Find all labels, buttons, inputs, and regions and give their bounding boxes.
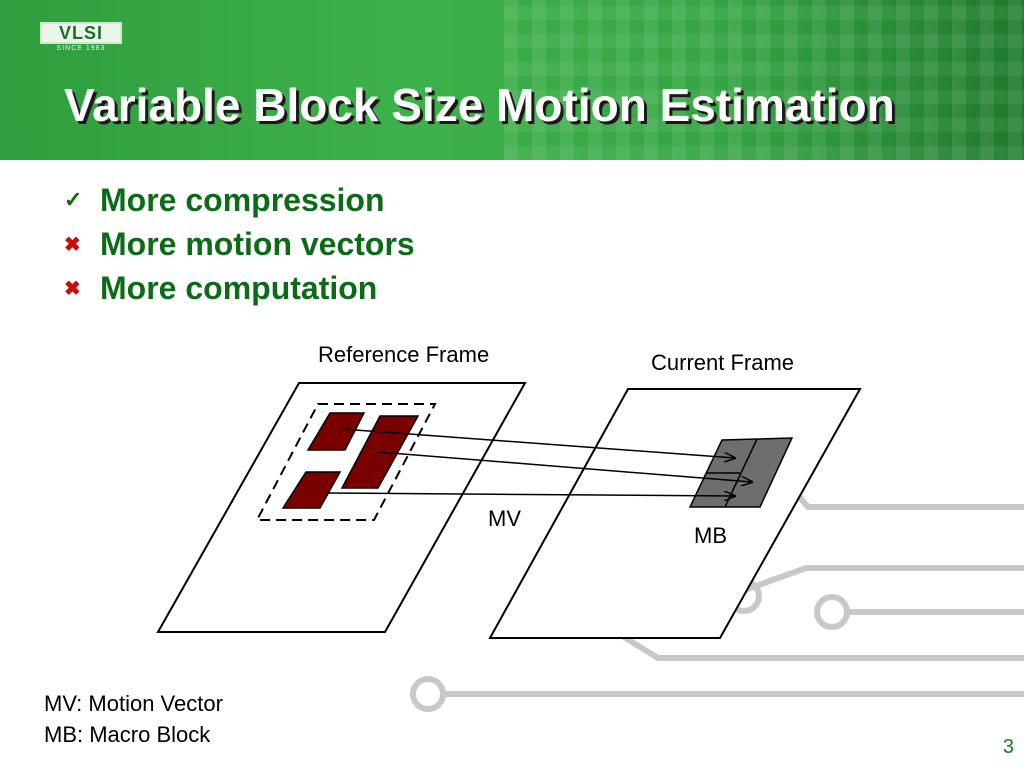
slide-header: VLSI SINCE 1983 Variable Block Size Moti… <box>0 0 1024 160</box>
bullet-text: More motion vectors <box>100 225 415 262</box>
bullet-text: More compression <box>100 181 385 218</box>
reference-block <box>281 471 342 509</box>
page-number: 3 <box>1002 736 1014 758</box>
reference-frame-label: Reference Frame <box>318 342 490 367</box>
search-window <box>255 403 437 521</box>
cross-icon: ✖ <box>64 233 81 256</box>
motion-vector-arrows <box>325 428 752 496</box>
current-frame-label: Current Frame <box>651 350 795 375</box>
logo-text: VLSI <box>40 22 122 44</box>
reference-frame <box>156 382 527 633</box>
bullet-text: More computation <box>100 269 378 306</box>
check-icon: ✓ <box>64 187 83 212</box>
slide-title: Variable Block Size Motion Estimation <box>64 79 895 131</box>
cross-icon: ✖ <box>64 277 81 300</box>
mb-label: MB <box>694 523 727 548</box>
bullet-item: ✖ More motion vectors <box>64 222 415 266</box>
legend-mb: MB: Macro Block <box>44 722 211 747</box>
bullet-item: ✓ More compression <box>64 178 415 222</box>
mv-label: MV <box>488 506 521 531</box>
reference-block <box>306 412 366 451</box>
current-frame <box>488 388 862 639</box>
logo-subtext: SINCE 1983 <box>56 45 106 52</box>
legend-mv: MV: Motion Vector <box>44 691 223 716</box>
header-grid-texture <box>504 0 1024 160</box>
bullet-item: ✖ More computation <box>64 266 415 310</box>
vlsi-logo: VLSI SINCE 1983 <box>40 22 122 52</box>
bullet-list: ✓ More compression ✖ More motion vectors… <box>64 178 415 310</box>
